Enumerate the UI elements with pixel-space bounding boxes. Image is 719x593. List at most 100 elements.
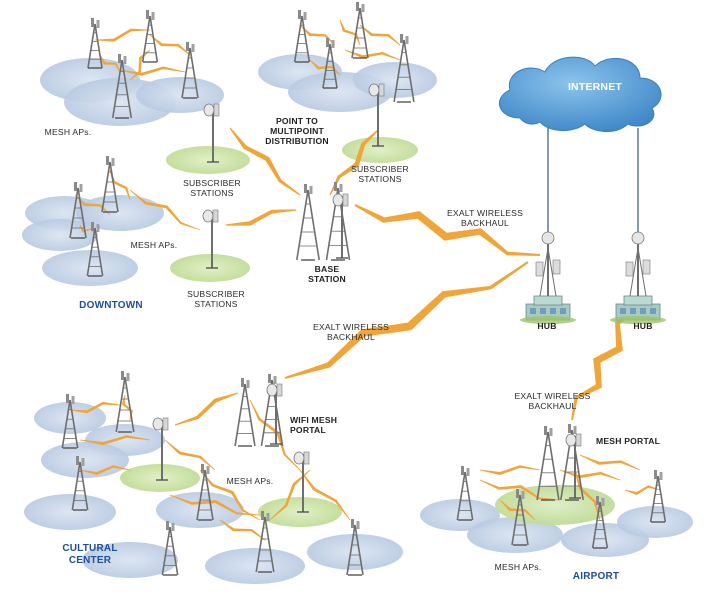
lightning-link-icon: [74, 194, 111, 216]
lightning-link-icon: [149, 34, 191, 56]
lattice-tower-icon: [181, 42, 199, 99]
lattice-tower-icon: [161, 521, 179, 576]
wifi-mesh-portal-label: WIFI MESH PORTAL: [290, 415, 338, 435]
lattice-tower-icon: [649, 470, 667, 523]
coverage-area-blue: [76, 195, 164, 231]
subscriber-stations-label: SUBSCRIBER STATIONS: [351, 164, 409, 184]
lattice-tower-icon: [296, 184, 320, 261]
cultural-center-area-label: CULTURAL CENTER: [62, 543, 118, 566]
subscriber-stations-label: SUBSCRIBER STATIONS: [187, 289, 245, 309]
lattice-tower-icon: [511, 489, 529, 546]
wired-links: [547, 128, 639, 238]
lattice-tower-icon: [87, 18, 103, 69]
lightning-link-icon: [625, 485, 660, 495]
lightning-link-icon: [571, 307, 635, 421]
point-to-multipoint-label: POINT TO MULTIPOINT DISTRIBUTION: [265, 116, 329, 146]
lattice-tower-icon: [255, 511, 275, 573]
subscriber-station-icon: [368, 83, 385, 147]
lattice-tower-icon: [234, 378, 256, 447]
lightning-link-icon: [480, 465, 540, 475]
subscriber-station-icon: [293, 451, 310, 513]
hub-right-label: HUB: [633, 321, 653, 331]
lightning-link-icon: [299, 469, 351, 521]
lattice-tower-icon: [591, 496, 609, 549]
coverage-area-blue: [42, 250, 138, 286]
lightning-link-icon: [79, 224, 96, 236]
subscriber-station-icon: [203, 103, 220, 163]
lattice-tower-icon: [86, 222, 104, 277]
internet-cloud-icon: [498, 56, 662, 132]
lattice-tower-icon: [346, 519, 364, 576]
lightning-link-icon: [309, 59, 341, 76]
lightning-link-icon: [80, 465, 130, 475]
lattice-tower-icon: [536, 426, 560, 501]
hub-left-label: HUB: [537, 321, 557, 331]
subscriber-station-icon: [332, 193, 349, 259]
subscriber-station-icon: [202, 209, 219, 269]
mesh-aps-downtown-label: MESH APs.: [130, 240, 178, 250]
wireless-links: [70, 19, 660, 541]
lightning-link-icon: [70, 401, 120, 414]
lightning-link-icon: [339, 19, 361, 46]
lightning-link-icon: [121, 394, 133, 421]
lattice-tower-icon: [322, 38, 338, 89]
lightning-link-icon: [109, 169, 131, 201]
lattice-tower-icon: [196, 464, 214, 521]
coverage-area-green: [166, 146, 250, 174]
subscriber-station-icon: [565, 433, 582, 499]
lattice-tower-icon: [141, 10, 159, 63]
lattice-tower-icon: [101, 156, 119, 213]
lightning-link-icon: [94, 28, 151, 42]
backhaul-middle-label: EXALT WIRELESS BACKHAUL: [312, 322, 390, 342]
subscriber-station-icon: [266, 383, 283, 445]
lightning-link-icon: [99, 54, 121, 73]
coverage-area-blue: [41, 442, 129, 478]
coverage-area-blue: [82, 542, 178, 578]
internet-label: INTERNET: [567, 81, 623, 93]
subscriber-stations-label: SUBSCRIBER STATIONS: [183, 178, 241, 198]
lattice-tower-icon: [69, 182, 87, 239]
coverage-area-green: [120, 464, 200, 492]
lightning-link-icon: [129, 49, 151, 81]
lightning-link-icon: [579, 454, 641, 471]
lightning-link-icon: [164, 439, 216, 471]
lattice-tower-icon: [71, 456, 89, 511]
backhaul-top-label: EXALT WIRELESS BACKHAUL: [446, 208, 524, 228]
mesh-aps-airport-label: MESH APs.: [494, 562, 542, 572]
lightning-link-icon: [559, 469, 621, 481]
downtown-area-label: DOWNTOWN: [79, 300, 143, 311]
coverage-area-green: [495, 485, 615, 525]
lightning-link-icon: [80, 435, 150, 445]
coverage-area-blue: [22, 219, 98, 251]
airport-area-label: AIRPORT: [572, 571, 620, 582]
hub-building-icon: [610, 231, 666, 324]
coverage-area-blue: [24, 494, 116, 530]
lightning-link-icon: [354, 204, 541, 256]
coverage-area-blue: [205, 548, 305, 584]
lightning-link-icon: [574, 469, 601, 521]
lattice-tower-icon: [393, 34, 415, 103]
internet-cloud-icon: [498, 56, 662, 132]
lightning-link-icon: [284, 261, 529, 379]
lightning-link-icon: [225, 209, 297, 226]
lightning-link-icon: [359, 24, 401, 46]
lightning-link-icon: [174, 392, 239, 426]
lattice-tower-icon: [456, 466, 474, 521]
mesh-aps-top-label: MESH APs.: [44, 127, 92, 137]
coverage-area-blue: [136, 77, 224, 113]
lattice-tower-icon: [351, 2, 369, 59]
backhaul-right-label: EXALT WIRELESS BACKHAUL: [514, 391, 591, 411]
subscriber-station-icon: [152, 417, 169, 481]
coverage-areas: [22, 54, 693, 584]
lattice-tower-icon: [115, 371, 135, 433]
mesh-aps-cultural-label: MESH APs.: [226, 476, 274, 486]
network-nodes: [61, 2, 667, 576]
mesh-portal-label: MESH PORTAL: [596, 436, 661, 446]
lattice-tower-icon: [111, 54, 133, 119]
lattice-tower-icon: [293, 10, 311, 63]
base-station-label: BASE STATION: [308, 264, 346, 284]
lightning-link-icon: [299, 24, 336, 46]
lightning-link-icon: [344, 49, 401, 61]
hub-building-icon: [520, 231, 576, 324]
